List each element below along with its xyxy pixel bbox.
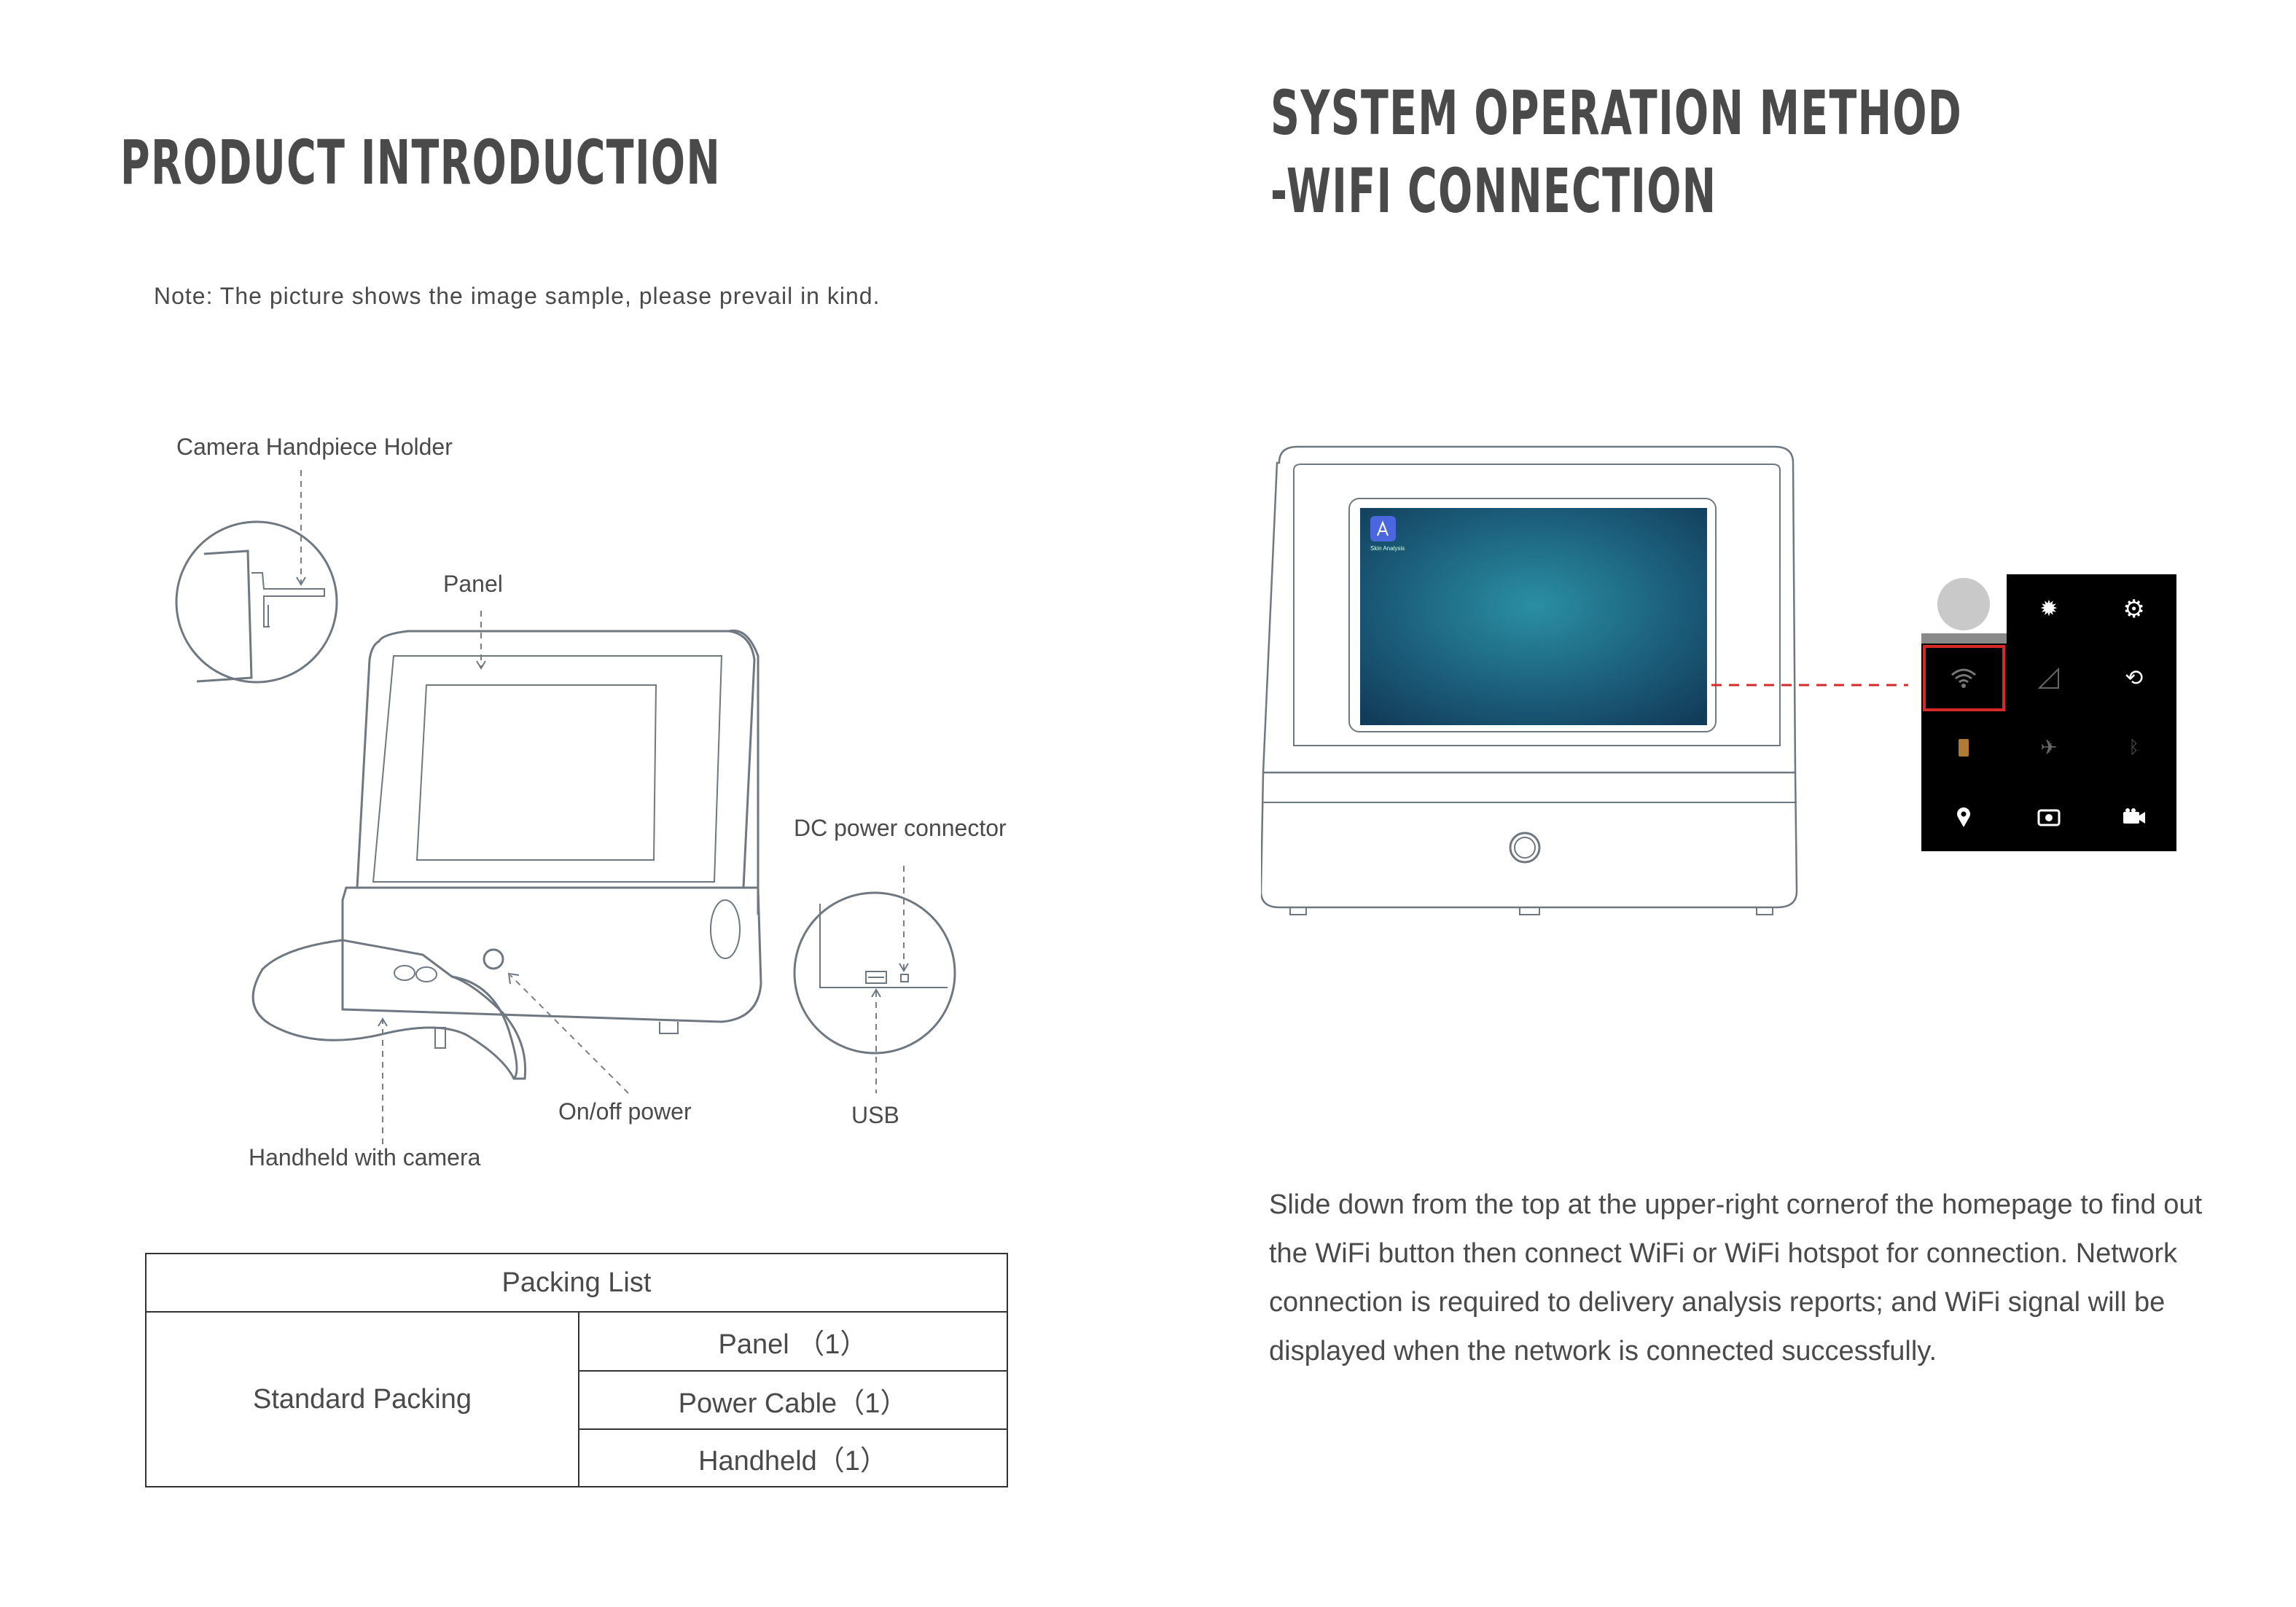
- packing-list-table: Packing List Standard Packing Panel （1） …: [145, 1253, 1008, 1487]
- screenshot-icon[interactable]: [2007, 782, 2092, 851]
- callout-camera-holder: Camera Handpiece Holder: [176, 434, 453, 460]
- monitor-illustration: Skin Analysis: [1261, 445, 1798, 915]
- airplane-icon[interactable]: ✈: [2040, 736, 2058, 759]
- video-icon[interactable]: [2091, 782, 2176, 851]
- wifi-instructions-text: Slide down from the top at the upper-rig…: [1269, 1189, 2203, 1366]
- packing-item-panel: Panel （1）: [578, 1311, 1008, 1372]
- callout-handheld-camera: Handheld with camera: [249, 1144, 481, 1170]
- packing-list-header: Packing List: [145, 1253, 1008, 1313]
- ports-detail-circle: [793, 891, 956, 1055]
- avatar[interactable]: [1921, 574, 2007, 644]
- packing-item-handheld: Handheld（1）: [578, 1428, 1008, 1487]
- note-text: Note: The picture shows the image sample…: [154, 283, 880, 309]
- callout-panel: Panel: [443, 571, 503, 597]
- wifi-connection-subtitle: -WIFI CONNECTION: [1270, 155, 1717, 227]
- wifi-icon[interactable]: [1921, 644, 2007, 713]
- monitor-screen: [1360, 508, 1707, 725]
- product-introduction-title: PRODUCT INTRODUCTION: [120, 127, 722, 198]
- callout-usb: USB: [851, 1102, 899, 1128]
- wifi-pointer-line: [1711, 684, 1908, 687]
- skin-analysis-app-icon: [1370, 516, 1396, 541]
- app-icon-label: Skin Analysis: [1370, 545, 1405, 552]
- brightness-icon[interactable]: ✹: [2039, 597, 2058, 621]
- signal-icon[interactable]: [2007, 644, 2092, 713]
- packing-item-power-cable: Power Cable（1）: [578, 1370, 1008, 1430]
- rotate-icon[interactable]: ⟲: [2125, 666, 2144, 690]
- device-body: [251, 629, 762, 1080]
- location-icon[interactable]: [1921, 782, 2007, 851]
- device-illustration: [175, 470, 956, 1144]
- battery-icon[interactable]: [1921, 713, 2007, 782]
- system-operation-title: SYSTEM OPERATION METHOD: [1270, 77, 1963, 149]
- quick-settings-panel: ✹ ⚙ ⟲ ✈ ᛒ: [1921, 574, 2176, 851]
- callout-dc-power: DC power connector: [794, 815, 1007, 841]
- settings-icon[interactable]: ⚙: [2123, 595, 2145, 623]
- packing-group-label: Standard Packing: [145, 1311, 579, 1487]
- callout-on-off-power: On/off power: [558, 1098, 692, 1125]
- bluetooth-icon[interactable]: ᛒ: [2128, 737, 2139, 757]
- holder-detail-circle: [175, 520, 338, 684]
